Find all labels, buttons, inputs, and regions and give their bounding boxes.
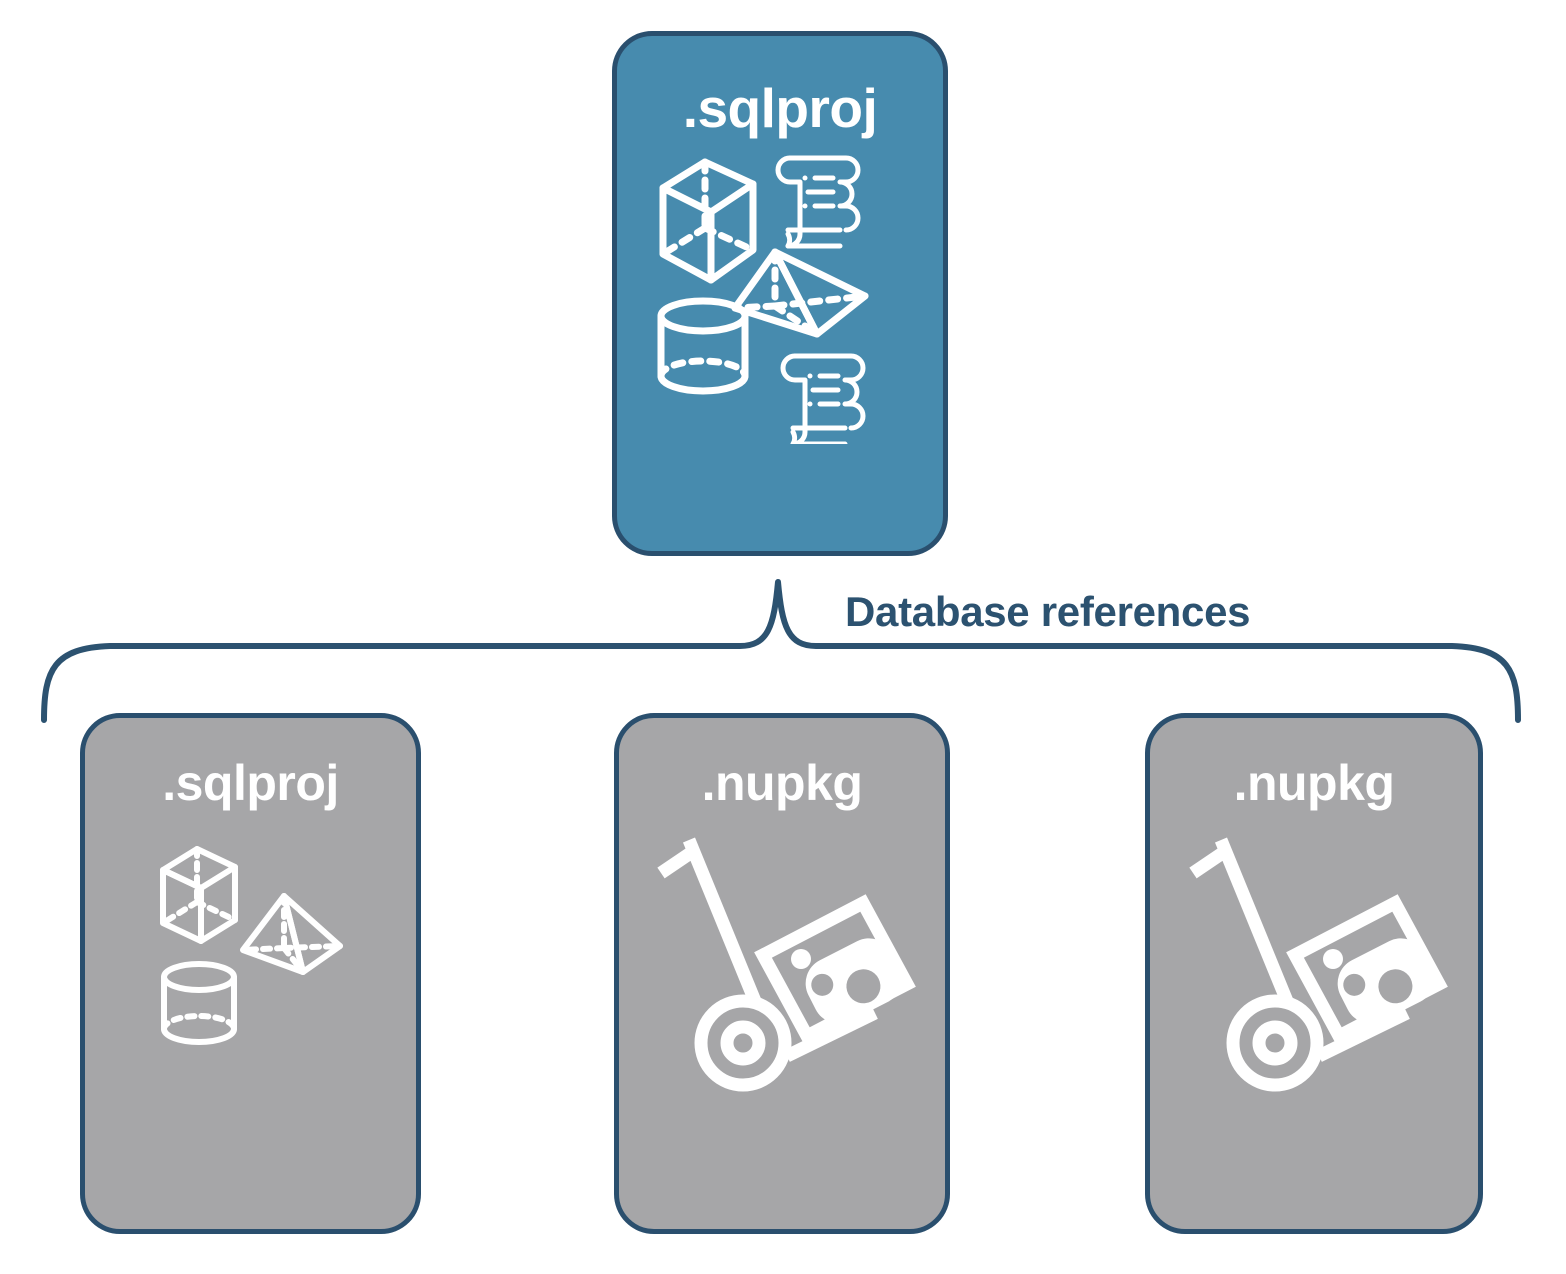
brace-label: Database references <box>845 588 1251 635</box>
reference-card-icon-group <box>159 846 343 1045</box>
nuget-logo-cutouts <box>1343 969 1413 1004</box>
reference-card-title: .sqlproj <box>162 755 339 811</box>
scroll-script-icon <box>775 155 861 249</box>
cylinder-wireframe-icon <box>160 961 237 1045</box>
reference-card-icon-group <box>657 837 916 1092</box>
reference-card-title: .nupkg <box>1233 755 1395 811</box>
reference-card-artwork <box>85 808 416 1229</box>
reference-card-artwork <box>1150 808 1478 1229</box>
reference-card-icon-group <box>1189 837 1448 1092</box>
nuget-package-handtruck-icon <box>1189 837 1448 1092</box>
root-card-sqlproj[interactable]: .sqlproj <box>612 31 948 556</box>
root-card-icon-group <box>657 155 869 444</box>
root-card-title: .sqlproj <box>682 77 878 139</box>
pyramid-wireframe-icon <box>239 893 343 975</box>
cube-wireframe-icon <box>159 846 238 944</box>
cube-wireframe-icon <box>659 158 757 284</box>
reference-card-nupkg-2[interactable]: .nupkg <box>1145 713 1483 1234</box>
scroll-script-icon <box>780 353 866 444</box>
reference-card-title: .nupkg <box>701 755 863 811</box>
nuget-package-handtruck-icon <box>657 837 916 1092</box>
reference-card-sqlproj[interactable]: .sqlproj <box>80 713 421 1234</box>
database-references-brace <box>41 579 1521 723</box>
cylinder-wireframe-icon <box>657 297 749 395</box>
pyramid-wireframe-icon <box>731 248 869 338</box>
reference-card-nupkg-1[interactable]: .nupkg <box>614 713 950 1234</box>
root-card-artwork <box>617 136 943 551</box>
reference-card-artwork <box>619 808 945 1229</box>
brace-path <box>41 579 1521 723</box>
nuget-logo-cutouts <box>811 969 881 1004</box>
